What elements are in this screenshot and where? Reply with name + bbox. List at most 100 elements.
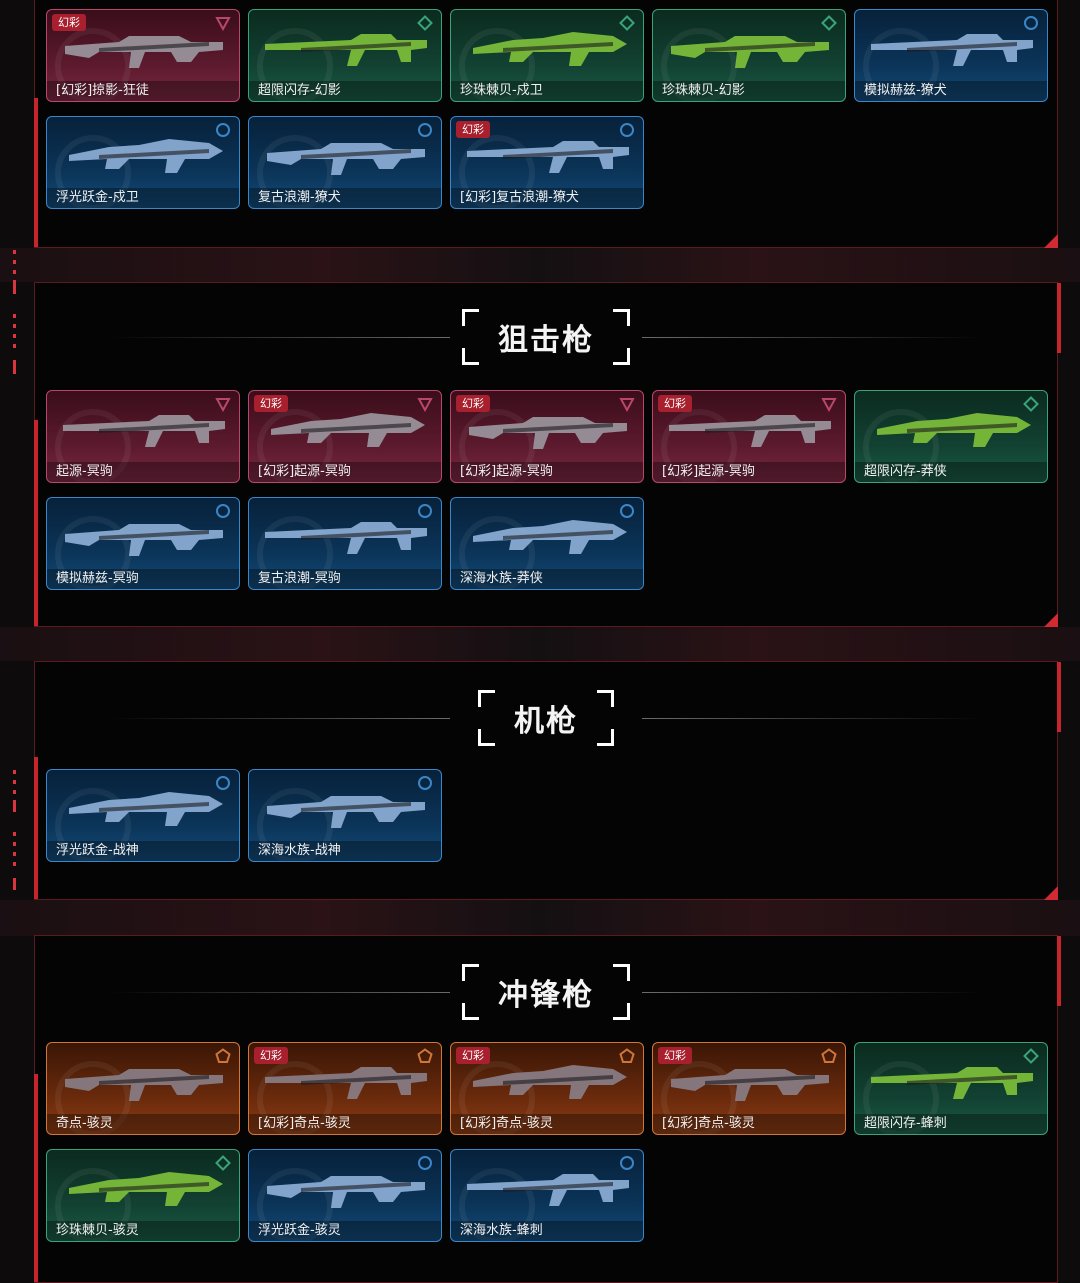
tier-tag: 幻彩 [254,395,288,412]
weapon-image [65,524,223,556]
weapon-image [267,796,425,828]
weapon-image [467,1174,629,1206]
background-band [0,900,1080,936]
card-emblem-decoration [257,1061,333,1134]
weapon-image [467,141,629,173]
tier-tag: 幻彩 [658,395,692,412]
weapon-image [871,34,1033,66]
background-band [0,627,1080,661]
circle-rank-icon [418,504,432,518]
pentagon-rank-icon [619,1048,635,1063]
card-emblem-decoration [257,516,333,589]
tier-tag: 幻彩 [658,1047,692,1064]
skin-card-label: [幻彩]起源-冥驹 [451,462,643,482]
weapon-image [265,1067,427,1099]
skin-card-label: [幻彩]起源-冥驹 [653,462,845,482]
triangle-rank-icon [215,17,231,31]
diamond-rank-icon [1023,1048,1039,1064]
section-heading: 机枪 [35,688,1057,748]
section-title: 狙击枪 [498,323,594,358]
weapon-image [473,32,627,66]
skin-card[interactable]: 幻彩 [幻彩]起源-冥驹 [450,390,644,483]
skin-card[interactable]: 幻彩[幻彩]掠影-狂徒 [46,9,240,102]
skin-card-label: 深海水族-莽侠 [451,569,643,589]
skin-card-label: [幻彩]奇点-骇灵 [451,1114,643,1134]
weapon-image [265,522,427,554]
skin-card[interactable]: 超限闪存-莽侠 [854,390,1048,483]
pentagon-rank-icon [821,1048,837,1063]
skin-card[interactable]: 珍珠棘贝-戍卫 [450,9,644,102]
skin-card[interactable]: 深海水族-战神 [248,769,442,862]
weapon-image [65,36,223,68]
diamond-rank-icon [215,1155,231,1171]
tier-tag: 幻彩 [456,395,490,412]
skin-card[interactable]: 模拟赫兹-獠犬 [854,9,1048,102]
skin-card[interactable]: 浮光跃金-骇灵 [248,1149,442,1242]
circle-rank-icon [216,504,230,518]
skin-card[interactable]: 幻彩[幻彩]复古浪潮-獠犬 [450,116,644,209]
skin-card-label: 复古浪潮-冥驹 [249,569,441,589]
weapon-image [267,1176,425,1208]
triangle-rank-icon [821,398,837,412]
skin-card[interactable]: 幻彩 [幻彩]起源-冥驹 [652,390,846,483]
skin-card[interactable]: 复古浪潮-冥驹 [248,497,442,590]
card-emblem-decoration [257,409,333,482]
skin-card[interactable]: 超限闪存-蜂刺 [854,1042,1048,1135]
skin-card[interactable]: 幻彩[幻彩]起源-冥驹 [248,390,442,483]
skin-card[interactable]: 奇点-骇灵 [46,1042,240,1135]
circle-rank-icon [620,504,634,518]
skin-section-top: 幻彩[幻彩]掠影-狂徒超限闪存-幻影珍珠棘贝-戍卫珍珠棘贝-幻影模拟赫兹-獠犬浮… [34,0,1058,248]
card-emblem-decoration [459,135,535,208]
skin-card[interactable]: 超限闪存-幻影 [248,9,442,102]
skin-card-label: 奇点-骇灵 [47,1114,239,1134]
skin-card-label: [幻彩]复古浪潮-獠犬 [451,188,643,208]
weapon-image [69,792,223,826]
skin-card-label: 复古浪潮-獠犬 [249,188,441,208]
tier-tag: 幻彩 [254,1047,288,1064]
card-emblem-decoration [55,516,131,589]
edge-accent [1057,936,1061,1006]
edge-accent [1057,283,1061,353]
skin-card-label: 深海水族-蜂刺 [451,1221,643,1241]
skin-section-machinegun: 机枪 浮光跃金-战神深海水族-战神 [34,661,1061,900]
card-emblem-decoration [863,409,939,482]
skin-card-label: 浮光跃金-戍卫 [47,188,239,208]
skin-card[interactable]: 模拟赫兹-冥驹 [46,497,240,590]
triangle-rank-icon [619,398,635,412]
skin-card[interactable]: 起源-冥驹 [46,390,240,483]
skin-card[interactable]: 幻彩[幻彩]奇点-骇灵 [248,1042,442,1135]
tier-tag: 幻彩 [456,1047,490,1064]
skin-card[interactable]: 珍珠棘贝-幻影 [652,9,846,102]
card-emblem-decoration [863,1061,939,1134]
skin-card[interactable]: 复古浪潮-獠犬 [248,116,442,209]
weapon-image [871,1067,1033,1099]
card-emblem-decoration [257,135,333,208]
skin-card[interactable]: 浮光跃金-战神 [46,769,240,862]
skin-card[interactable]: 浮光跃金-戍卫 [46,116,240,209]
diamond-rank-icon [821,15,837,31]
skin-card[interactable]: 幻彩 [幻彩]奇点-骇灵 [450,1042,644,1135]
circle-rank-icon [620,1156,634,1170]
weapon-image [469,417,627,449]
circle-rank-icon [418,1156,432,1170]
section-heading: 冲锋枪 [35,962,1057,1022]
skin-card[interactable]: 幻彩[幻彩]奇点-骇灵 [652,1042,846,1135]
weapon-image [877,413,1031,447]
card-emblem-decoration [459,28,535,101]
weapon-image [69,1172,223,1206]
side-decoration [13,770,17,896]
section-title: 机枪 [514,704,578,739]
skin-card-label: 浮光跃金-骇灵 [249,1221,441,1241]
skin-card[interactable]: 珍珠棘贝-骇灵 [46,1149,240,1242]
skin-card[interactable]: 深海水族-蜂刺 [450,1149,644,1242]
weapon-image [671,36,829,68]
diamond-rank-icon [417,15,433,31]
weapon-image [65,1069,223,1101]
weapon-image [267,143,425,175]
corner-accent [1044,886,1058,900]
skin-card[interactable]: 深海水族-莽侠 [450,497,644,590]
skin-card-label: 珍珠棘贝-戍卫 [451,81,643,101]
diamond-rank-icon [619,15,635,31]
skin-card-label: 模拟赫兹-冥驹 [47,569,239,589]
card-emblem-decoration [661,409,737,482]
